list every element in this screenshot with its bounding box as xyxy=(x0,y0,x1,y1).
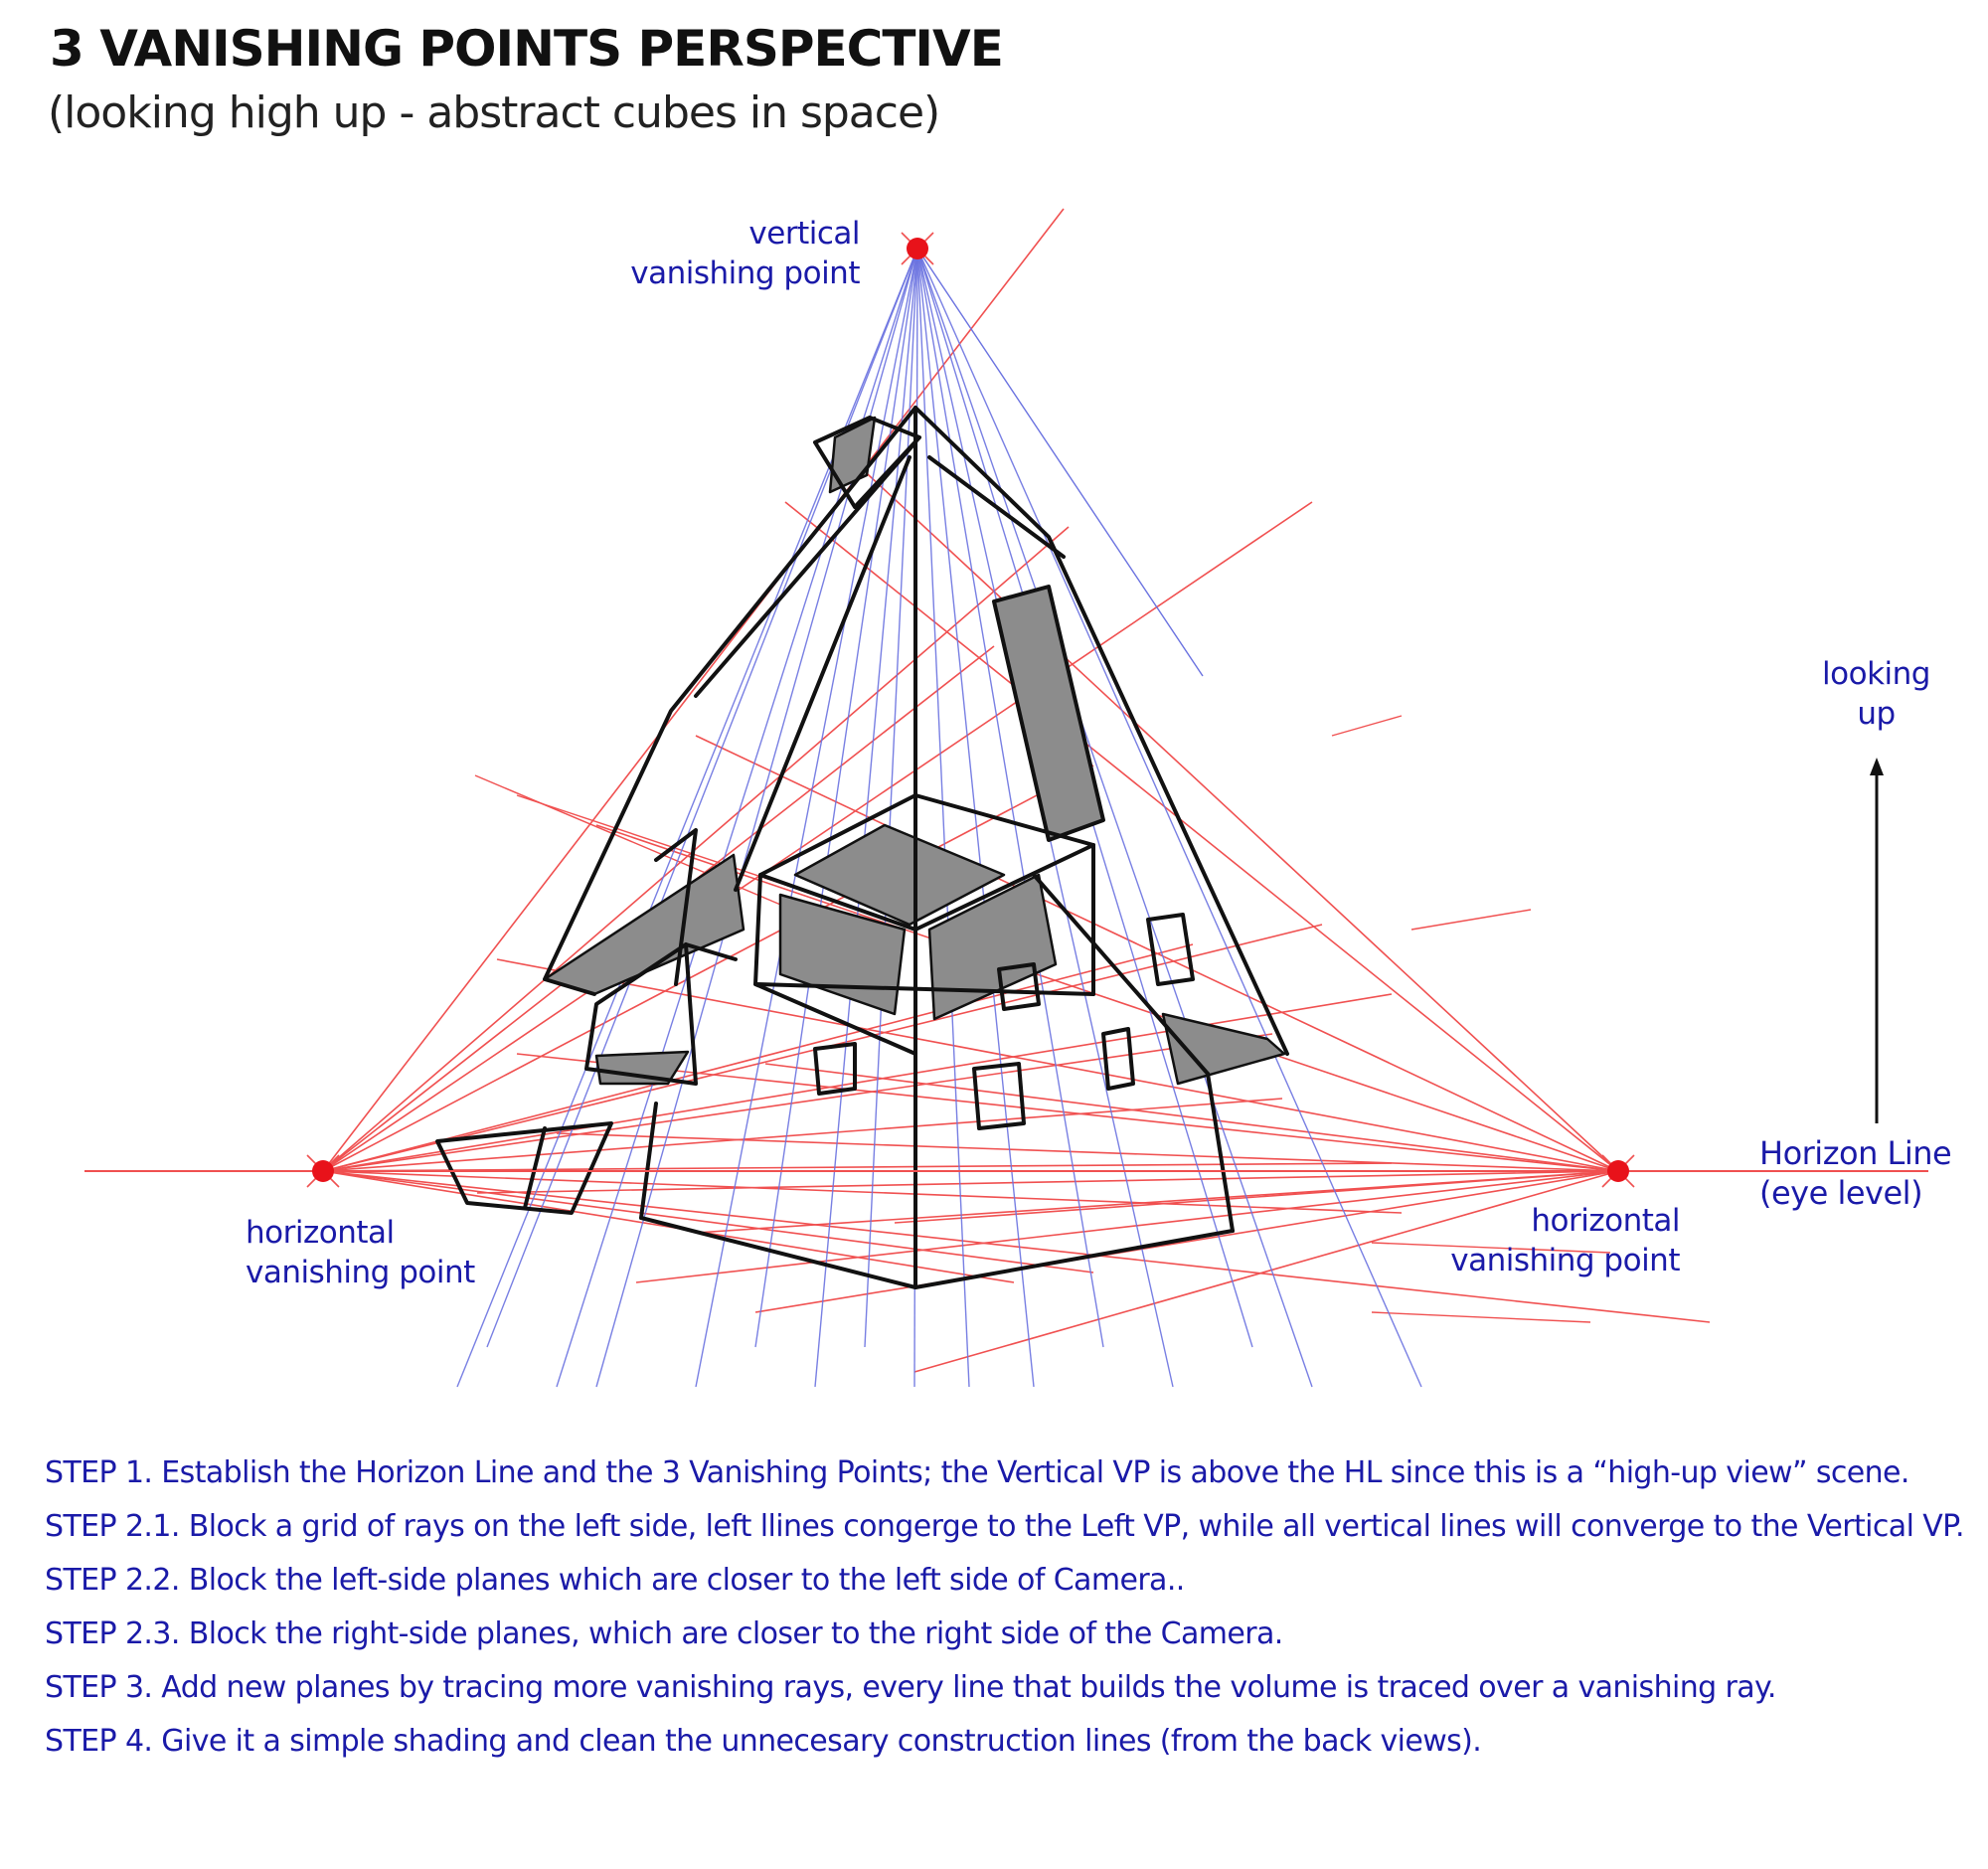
red-ray xyxy=(322,208,1065,1172)
horizon-line-label: Horizon Line (eye level) xyxy=(1759,1134,1952,1212)
blue-ray xyxy=(916,248,1104,1348)
blue-ray xyxy=(754,248,918,1348)
red-ray xyxy=(894,1170,1619,1224)
red-ray xyxy=(854,461,1619,1172)
page-subtitle: (looking high up - abstract cubes in spa… xyxy=(48,87,940,138)
step-list: STEP 1. Establish the Horizon Line and t… xyxy=(45,1446,1965,1769)
perspective-drawing xyxy=(84,208,1928,1388)
red-ray xyxy=(322,993,1393,1172)
sketch-stroke xyxy=(1206,1072,1235,1233)
right-vanishing-point xyxy=(1607,1160,1629,1182)
sketch-stroke xyxy=(997,962,1041,1011)
red-ray xyxy=(1331,715,1403,737)
page-title: 3 VANISHING POINTS PERSPECTIVE xyxy=(50,20,1004,78)
sketch-stroke xyxy=(913,406,1289,1056)
looking-up-label: looking up xyxy=(1822,656,1930,732)
blue-ray xyxy=(814,248,918,1388)
cube-outlines xyxy=(435,406,1289,1289)
step-item: STEP 4. Give it a simple shading and cle… xyxy=(45,1724,1482,1759)
blue-ray xyxy=(916,248,1035,1388)
vertical-vanishing-point xyxy=(907,238,928,259)
sketch-stroke xyxy=(523,1126,547,1210)
shaded-plane xyxy=(594,1050,690,1086)
blue-ray xyxy=(456,248,918,1388)
sketch-stroke xyxy=(639,1102,658,1220)
step-item: STEP 2.1. Block a grid of rays on the le… xyxy=(45,1509,1965,1544)
left-vp-label: horizontal vanishing point xyxy=(246,1215,475,1290)
step-item: STEP 3. Add new planes by tracing more v… xyxy=(45,1670,1776,1705)
left-vanishing-point xyxy=(312,1160,334,1182)
sketch-stroke xyxy=(584,942,698,1086)
blue-ray xyxy=(916,248,1422,1388)
red-ray xyxy=(322,1170,1094,1274)
sketch-stroke xyxy=(543,406,917,996)
red-ray xyxy=(595,824,1619,1172)
sketch-stroke xyxy=(684,942,738,961)
blue-ray xyxy=(916,248,1204,677)
blue-ray xyxy=(486,248,918,1348)
red-ray xyxy=(322,1033,1273,1172)
horizontal-vanishing-rays xyxy=(306,208,1711,1373)
red-ray xyxy=(322,1170,1403,1214)
sketch-stroke xyxy=(753,982,1095,996)
sketch-stroke xyxy=(813,416,921,509)
sketch-stroke xyxy=(694,440,917,698)
sketch-stroke xyxy=(972,1062,1026,1130)
red-ray xyxy=(476,1170,1619,1194)
red-ray xyxy=(913,1170,1619,1373)
sketch-stroke xyxy=(1101,1027,1135,1091)
sketch-stroke xyxy=(734,455,911,892)
blue-ray xyxy=(916,248,1313,1388)
red-ray xyxy=(322,765,1094,1172)
blue-ray xyxy=(695,248,918,1388)
sketch-stroke xyxy=(992,585,1105,842)
red-ray xyxy=(322,526,1070,1172)
red-ray xyxy=(1371,1311,1591,1323)
red-ray xyxy=(1371,1242,1611,1254)
step-item: STEP 2.2. Block the left-side planes whi… xyxy=(45,1563,1185,1598)
shaded-plane xyxy=(793,823,1006,927)
step-item: STEP 1. Establish the Horizon Line and t… xyxy=(45,1455,1909,1490)
sketch-stroke xyxy=(927,455,1066,559)
shaded-plane xyxy=(992,585,1105,842)
red-ray xyxy=(784,501,1619,1172)
red-ray xyxy=(322,1170,1711,1323)
sketch-stroke xyxy=(1146,913,1195,986)
red-ray xyxy=(1410,909,1532,931)
red-ray xyxy=(322,943,1194,1172)
sketch-stroke xyxy=(813,1042,857,1096)
shaded-plane xyxy=(1161,1012,1286,1086)
red-ray xyxy=(322,501,1313,1172)
red-ray xyxy=(635,1170,1619,1283)
step-item: STEP 2.3. Block the right-side planes, w… xyxy=(45,1616,1283,1651)
red-ray xyxy=(754,1170,1619,1313)
blue-ray xyxy=(916,248,970,1388)
sketch-stroke xyxy=(1032,873,1210,1076)
vertical-vp-label: vertical vanishing point xyxy=(630,216,860,291)
red-ray xyxy=(322,1098,1283,1172)
looking-up-arrow xyxy=(1870,758,1884,1123)
sketch-stroke xyxy=(654,828,698,986)
right-vp-label: horizontal vanishing point xyxy=(1450,1203,1680,1278)
sketch-stroke xyxy=(435,1121,613,1215)
red-ray xyxy=(322,1162,1393,1172)
red-ray xyxy=(764,1063,1619,1172)
